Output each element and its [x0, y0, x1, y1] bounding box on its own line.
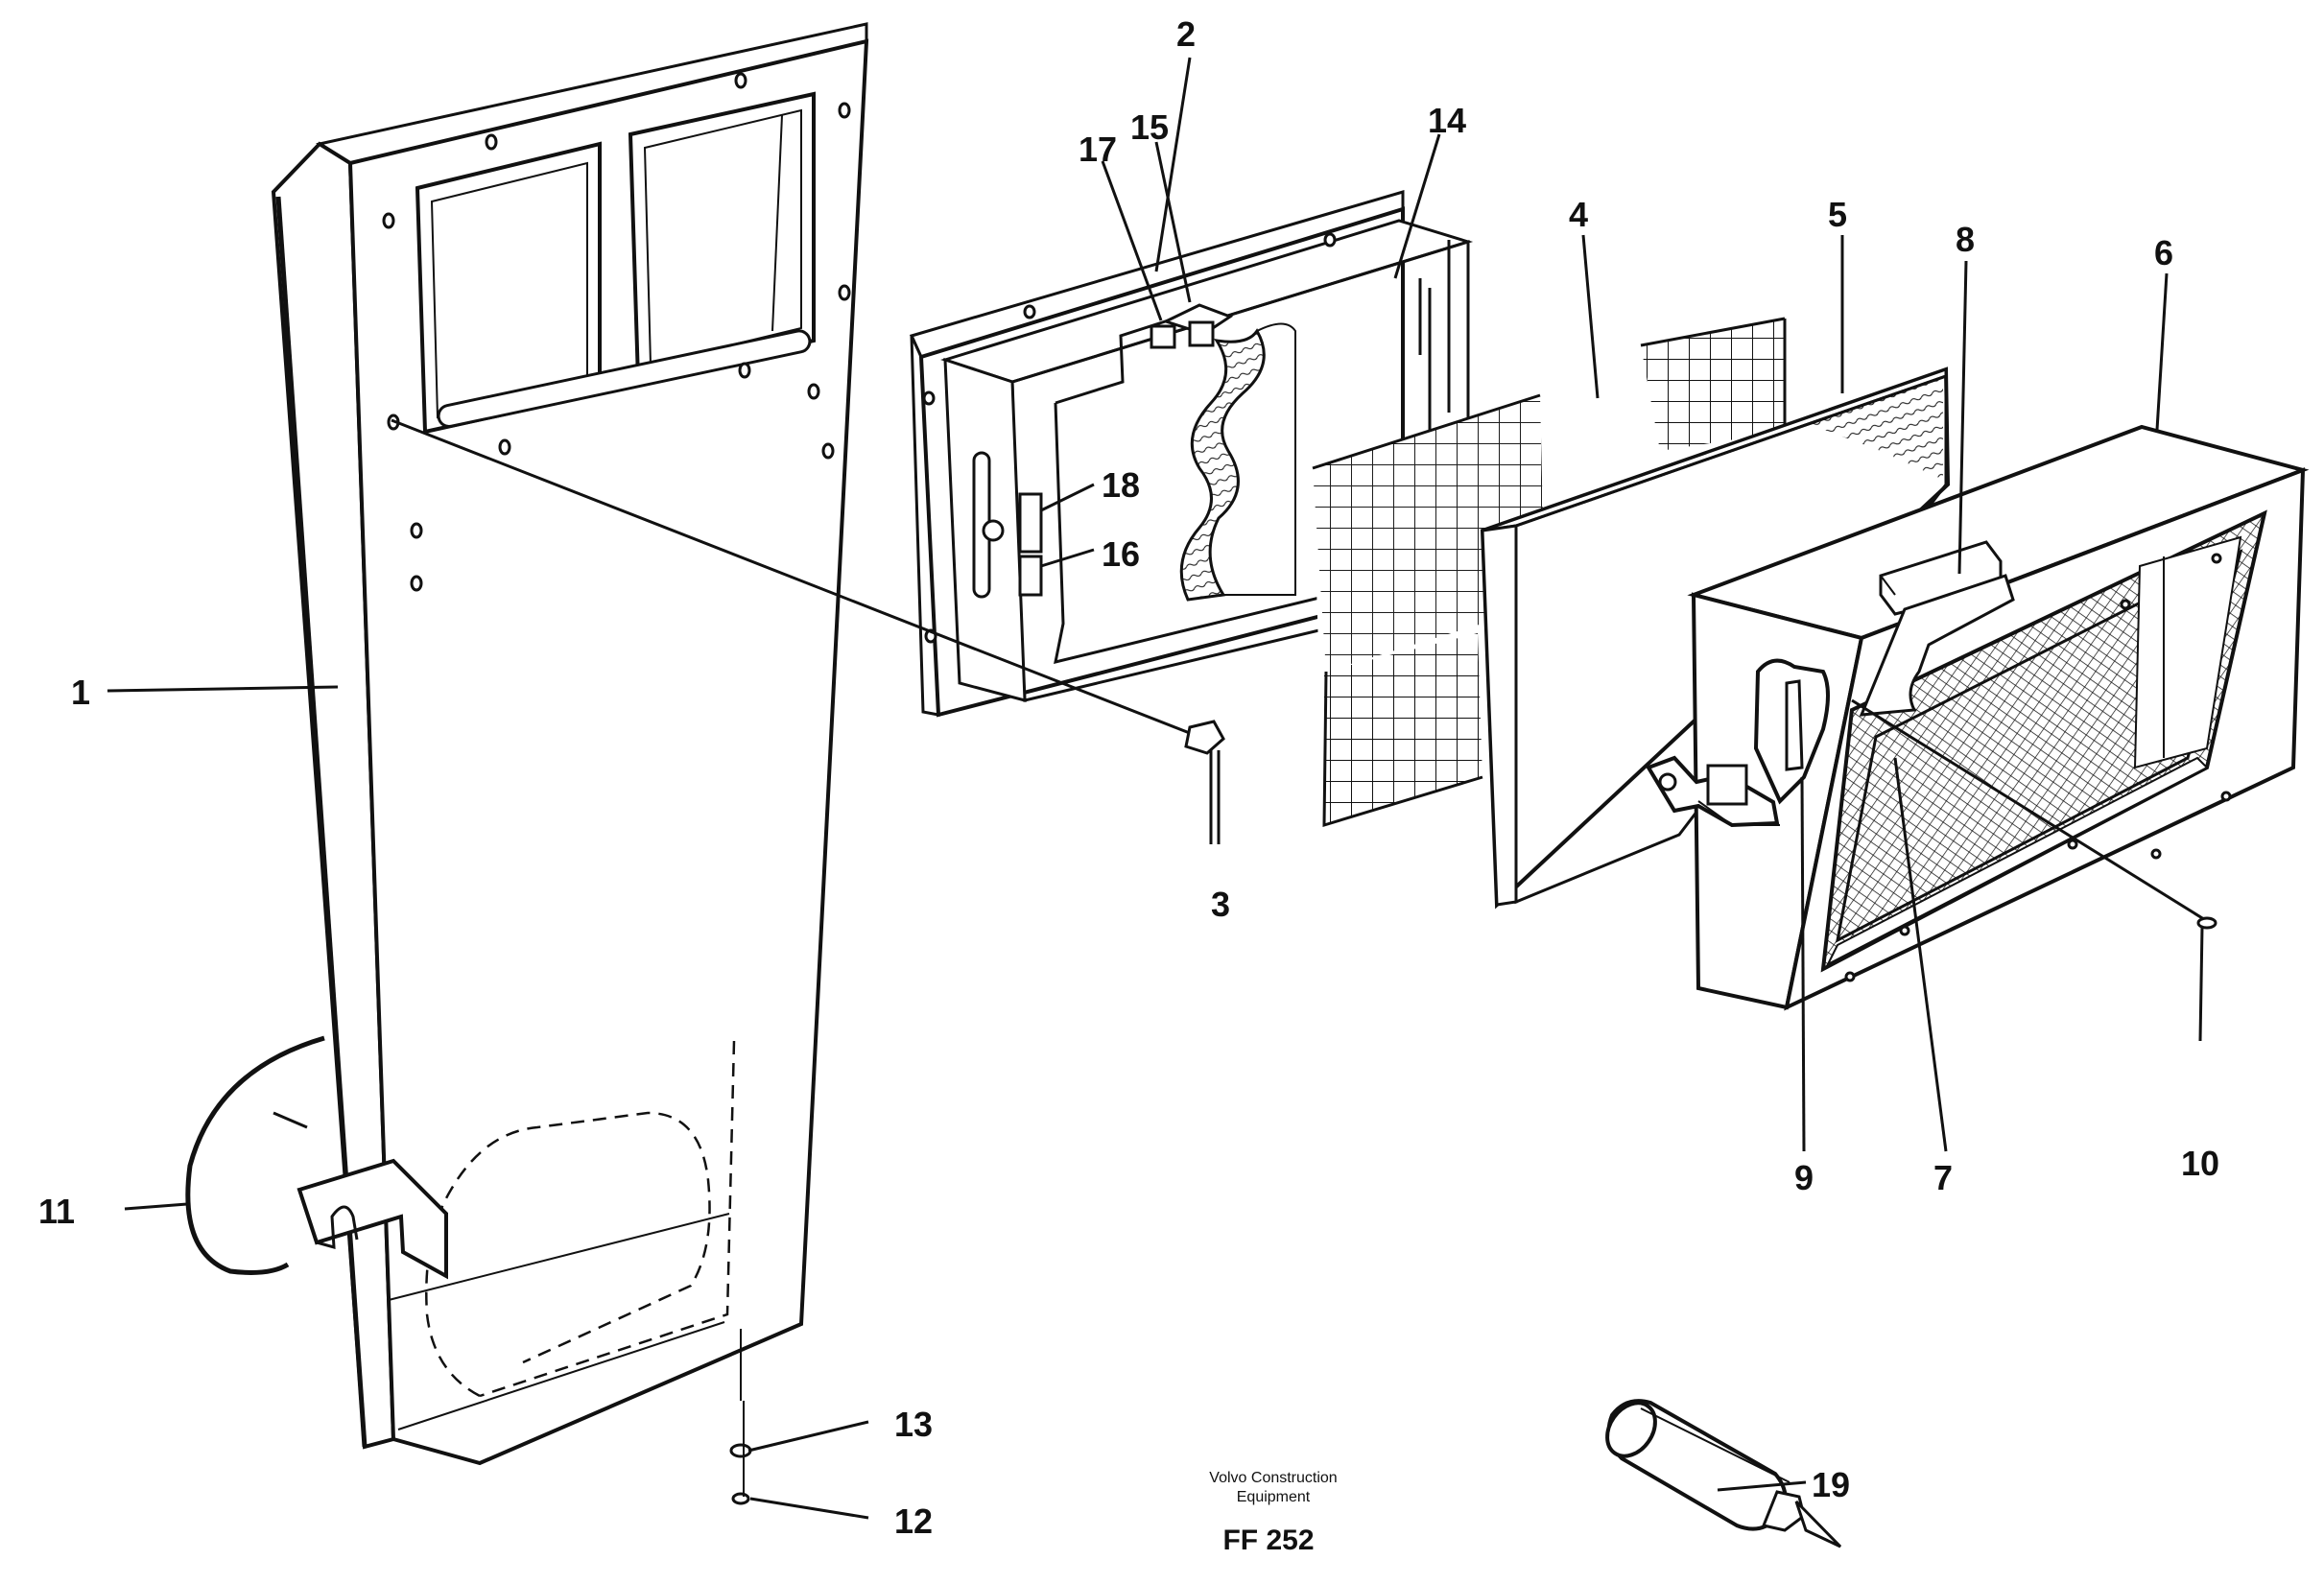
- callout-5: 5: [1828, 195, 1847, 234]
- callout-9: 9: [1794, 1158, 1814, 1197]
- callout-12: 12: [894, 1501, 933, 1541]
- washer-nut-12-13: [729, 1401, 752, 1505]
- callout-1: 1: [71, 673, 90, 712]
- caption-company-line2: Equipment: [1237, 1489, 1311, 1505]
- bolt-3: [1184, 720, 1225, 844]
- screw-axis-line: [391, 418, 1205, 741]
- callout-16: 16: [1102, 534, 1140, 574]
- drawing-caption: Volvo Construction Equipment FF 252: [1209, 1470, 1337, 1556]
- callout-labels: 1 2 3 4 5 6 7 8 9 10 11 12 13 14 15 16 1…: [38, 14, 2219, 1541]
- callout-10: 10: [2181, 1144, 2219, 1183]
- callout-6: 6: [2154, 233, 2173, 272]
- back-frame: [909, 189, 1474, 718]
- callout-2: 2: [1176, 14, 1196, 54]
- callout-3: 3: [1211, 885, 1230, 924]
- callout-19: 19: [1812, 1465, 1850, 1504]
- callout-17: 17: [1079, 130, 1117, 169]
- screw-10: [2196, 916, 2217, 1042]
- screw-axis-line-2: [1851, 698, 2208, 923]
- callout-7: 7: [1933, 1158, 1953, 1197]
- sealant-tube: [1605, 1399, 1842, 1549]
- drawing-code: FF 252: [1222, 1525, 1314, 1556]
- callout-15: 15: [1130, 107, 1169, 147]
- leader-lines: [107, 57, 2169, 1520]
- callout-11: 11: [38, 1192, 75, 1231]
- callout-4: 4: [1569, 195, 1588, 234]
- callout-8: 8: [1956, 220, 1975, 259]
- caption-company: Volvo Construction: [1209, 1470, 1337, 1486]
- outer-frame: [1646, 424, 2310, 1011]
- callout-13: 13: [894, 1405, 933, 1444]
- door-panel: [185, 22, 869, 1466]
- callout-14: 14: [1428, 101, 1466, 140]
- callout-18: 18: [1102, 465, 1140, 505]
